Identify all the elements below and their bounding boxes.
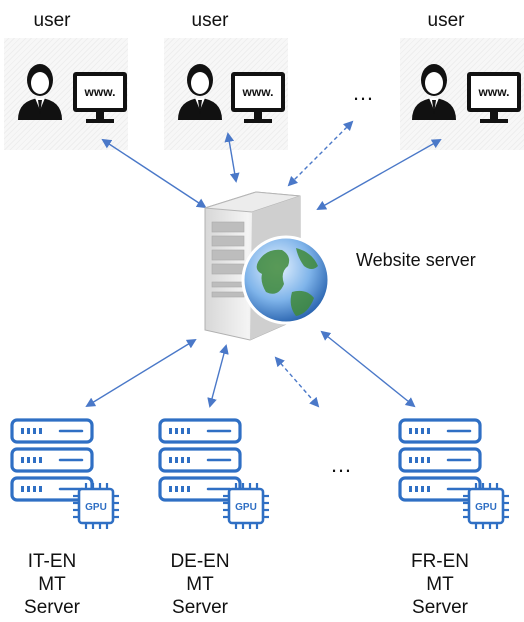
arrow-user2-server (224, 132, 240, 183)
mt-server-icon-2: GPU (158, 418, 271, 531)
website-server-icon (204, 191, 331, 341)
mt-server-label-1-line1: IT-EN (27, 551, 77, 572)
mt-server-label-2-line1: DE-EN (170, 551, 230, 572)
arrow-server-fr-en (320, 330, 416, 408)
user-label-2: user (191, 10, 229, 31)
arrow-more-users-server (287, 120, 354, 187)
mt-server-label-1: IT-EN MT Server (0, 550, 107, 619)
mt-server-label-1-line3: Server (24, 597, 80, 618)
mt-server-label-2-line2: MT (186, 574, 214, 595)
server-ellipsis: … (330, 452, 354, 477)
monitor-text-1: www. (84, 85, 116, 99)
user-icon-2: www. (178, 64, 285, 123)
mt-server-icon-1: GPU (10, 418, 121, 531)
mt-server-icon-3: GPU (398, 418, 511, 531)
gpu-label-3: GPU (475, 502, 497, 513)
arrow-user1-server (101, 138, 207, 209)
gpu-label-2: GPU (235, 502, 257, 513)
user-icon-1: www. (18, 64, 127, 123)
user-label-3: user (427, 10, 465, 31)
monitor-text-2: www. (242, 85, 274, 99)
mt-server-label-2-line3: Server (172, 597, 228, 618)
gpu-label-1: GPU (85, 502, 107, 513)
user-label-1: user (33, 10, 71, 31)
mt-server-label-3-line2: MT (426, 574, 454, 595)
user-ellipsis: … (352, 80, 376, 105)
mt-server-label-3: FR-EN MT Server (385, 550, 495, 619)
website-server-label: Website server (356, 250, 476, 270)
monitor-text-3: www. (478, 85, 510, 99)
mt-server-label-2: DE-EN MT Server (145, 550, 255, 619)
user-icon-3: www. (412, 64, 521, 123)
arrow-server-de-en (207, 344, 229, 408)
mt-server-label-3-line3: Server (412, 597, 468, 618)
mt-server-label-1-line2: MT (38, 574, 66, 595)
mt-server-label-3-line1: FR-EN (410, 551, 470, 572)
arrow-server-more (274, 356, 320, 408)
arrow-user3-server (316, 139, 442, 210)
arrow-server-it-en (85, 338, 197, 408)
